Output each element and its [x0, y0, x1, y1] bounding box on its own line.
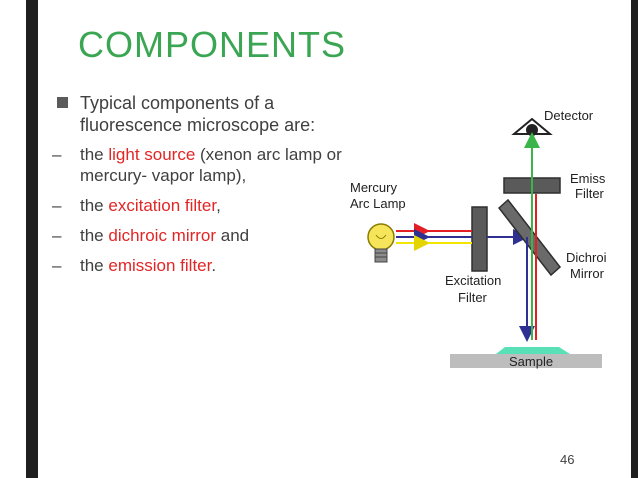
excitation-filter	[471, 206, 488, 272]
dichroic-mirror-label-1: Dichroic	[566, 250, 606, 265]
sub-bullet-highlight: excitation filter	[108, 196, 217, 215]
dash-marker: –	[52, 145, 62, 164]
sub-bullet-prefix: the	[80, 145, 109, 164]
slide-title: COMPONENTS	[78, 24, 347, 65]
right-accent-bar	[631, 0, 638, 478]
dash-marker: –	[52, 226, 62, 245]
main-bullet-text: Typical components of a fluorescence mic…	[80, 93, 316, 135]
sub-bullet-prefix: the	[80, 256, 109, 275]
sub-bullet-prefix: the	[80, 226, 109, 245]
sub-bullet-highlight: dichroic mirror	[108, 226, 217, 245]
sub-bullet-suffix: (xenon arc lamp or mercury- vapor lamp),	[80, 145, 342, 185]
sub-bullet-light-source: – the light source (xenon arc lamp or me…	[52, 144, 352, 186]
dash-marker: –	[52, 196, 62, 215]
page-number: 46	[560, 452, 575, 467]
left-accent-bar	[26, 0, 38, 478]
sub-bullet-prefix: the	[80, 196, 109, 215]
mercury-lamp-label-1: Mercury	[350, 180, 397, 195]
sub-bullet-emission-filter: – the emission filter.	[52, 255, 352, 276]
sample-specimen	[496, 347, 570, 354]
main-bullet: Typical components of a fluorescence mic…	[52, 92, 352, 136]
dichroic-mirror	[497, 198, 562, 277]
sub-bullet-suffix: and	[216, 226, 250, 245]
fluorescence-microscope-diagram: Detector Emission Filter Mercury Arc Lam…	[346, 96, 623, 382]
sub-bullet-suffix: ,	[216, 196, 221, 215]
diagram-svg: Detector Emission Filter Mercury Arc Lam…	[350, 108, 623, 369]
sample-label: Sample	[509, 354, 553, 369]
excitation-filter-label-1: Excitation	[445, 273, 501, 288]
emission-filter-label-1: Emission	[570, 171, 606, 186]
mercury-lamp-label-2: Arc Lamp	[350, 196, 406, 211]
emission-filter-label-2: Filter	[575, 186, 605, 201]
sub-bullet-excitation-filter: – the excitation filter,	[52, 195, 352, 216]
sub-bullet-highlight: light source	[108, 145, 196, 164]
light-bulb-icon	[367, 223, 395, 263]
bullet-list: Typical components of a fluorescence mic…	[52, 92, 352, 285]
sub-bullet-highlight: emission filter	[108, 256, 212, 275]
sample-slide	[450, 354, 602, 368]
sub-bullet-dichroic-mirror: – the dichroic mirror and	[52, 225, 352, 246]
dash-marker: –	[52, 256, 62, 275]
dichroic-mirror-label-2: Mirror	[570, 266, 605, 281]
sub-bullet-suffix: .	[211, 256, 217, 275]
square-bullet-icon	[57, 97, 68, 108]
excitation-filter-label-2: Filter	[458, 290, 488, 305]
detector-label: Detector	[544, 108, 594, 123]
